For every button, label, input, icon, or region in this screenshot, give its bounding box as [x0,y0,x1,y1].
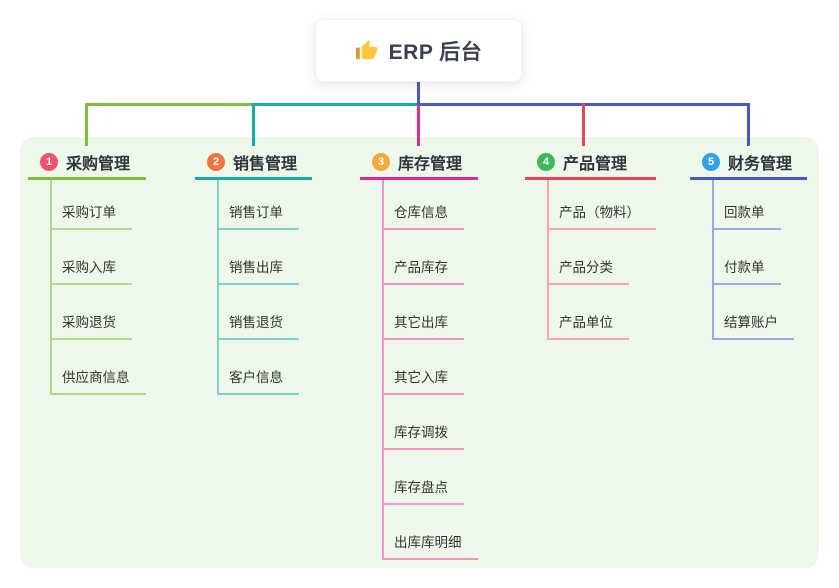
node-product-unit: 产品单位 [549,285,629,340]
node-outbound-detail: 出库库明细 [384,505,478,560]
badge-1: 1 [40,153,58,171]
connector-bus-teal [253,103,417,106]
node-purchase-order: 采购订单 [52,180,132,230]
connector-root-stem [417,82,420,105]
branch-finance: 5 财务管理 回款单 付款单 结算账户 [690,147,807,340]
node-supplier-info: 供应商信息 [52,340,146,395]
node-customer-info: 客户信息 [219,340,299,395]
connector-drop-sales [252,103,255,146]
node-product-category: 产品分类 [549,230,629,285]
branch-product: 4 产品管理 产品（物料） 产品分类 产品单位 [525,147,656,340]
node-purchase-return: 采购退货 [52,285,132,340]
connector-drop-product [582,103,585,146]
root-title: ERP 后台 [388,40,483,64]
node-product-material: 产品（物料） [549,180,656,230]
branch-purchase-header: 1 采购管理 [28,147,146,180]
branch-purchase-label: 采购管理 [66,156,131,173]
branch-sales-label: 销售管理 [233,156,298,173]
branch-purchase: 1 采购管理 采购订单 采购入库 采购退货 供应商信息 [28,147,146,395]
branch-inventory-label: 库存管理 [398,156,463,173]
badge-4: 4 [537,153,555,171]
node-receipt-bill: 回款单 [714,180,781,230]
connector-drop-finance [747,103,750,146]
badge-3: 3 [372,153,390,171]
branch-sales: 2 销售管理 销售订单 销售出库 销售退货 客户信息 [195,147,312,395]
node-other-outbound: 其它出库 [384,285,464,340]
branch-inventory-header: 3 库存管理 [360,147,478,180]
branch-sales-header: 2 销售管理 [195,147,312,180]
branch-finance-label: 财务管理 [728,156,793,173]
branch-finance-header: 5 财务管理 [690,147,807,180]
branch-product-header: 4 产品管理 [525,147,656,180]
node-sales-order: 销售订单 [219,180,299,230]
connector-bus-green [85,103,253,106]
root-node: ERP 后台 [315,19,522,82]
node-sales-return: 销售退货 [219,285,299,340]
badge-5: 5 [702,153,720,171]
branch-product-children: 产品（物料） 产品分类 产品单位 [547,180,656,340]
thumbs-up-icon [355,39,377,60]
node-stock-transfer: 库存调拨 [384,395,464,450]
connector-drop-purchase [85,103,88,146]
branch-product-label: 产品管理 [563,156,628,173]
node-stock-check: 库存盘点 [384,450,464,505]
branch-finance-children: 回款单 付款单 结算账户 [712,180,794,340]
node-product-stock: 产品库存 [384,230,464,285]
branch-sales-children: 销售订单 销售出库 销售退货 客户信息 [217,180,299,395]
node-other-inbound: 其它入库 [384,340,464,395]
node-payment-bill: 付款单 [714,230,781,285]
node-settlement-account: 结算账户 [714,285,794,340]
background-panel [20,137,819,568]
node-purchase-inbound: 采购入库 [52,230,132,285]
badge-2: 2 [207,153,225,171]
branch-inventory: 3 库存管理 仓库信息 产品库存 其它出库 其它入库 库存调拨 库存盘点 出库库… [360,147,478,560]
node-sales-outbound: 销售出库 [219,230,299,285]
branch-inventory-children: 仓库信息 产品库存 其它出库 其它入库 库存调拨 库存盘点 出库库明细 [382,180,478,560]
branch-purchase-children: 采购订单 采购入库 采购退货 供应商信息 [50,180,146,395]
node-warehouse-info: 仓库信息 [384,180,464,230]
connector-drop-inventory [417,105,420,146]
